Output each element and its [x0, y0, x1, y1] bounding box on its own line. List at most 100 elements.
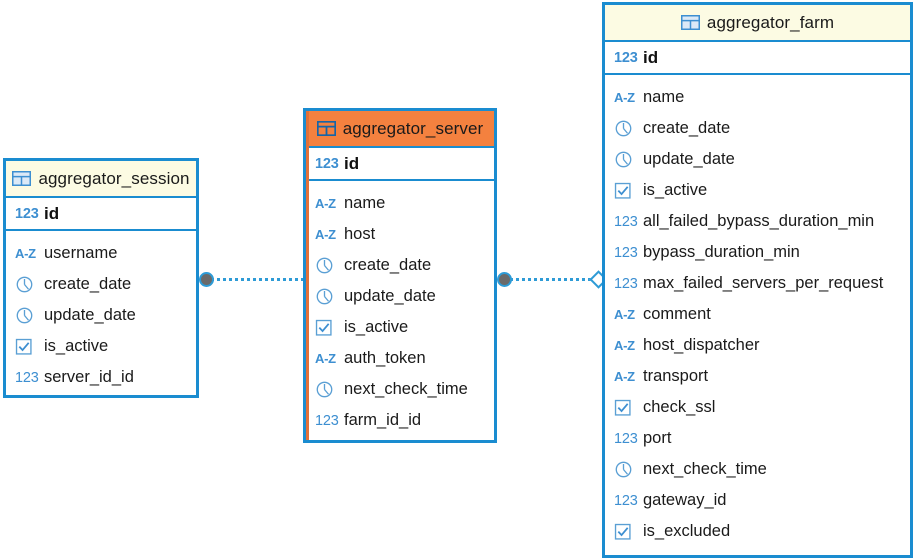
clock-icon — [614, 150, 636, 170]
primary-key-row[interactable]: 123 id — [6, 196, 196, 231]
field-row[interactable]: update_date — [15, 300, 196, 331]
entity-header[interactable]: aggregator_farm — [605, 5, 910, 40]
field-name: is_excluded — [643, 522, 731, 540]
field-row[interactable]: update_date — [614, 144, 910, 175]
checkbox-icon — [614, 398, 636, 418]
field-name: comment — [643, 305, 711, 323]
field-row[interactable]: create_date — [315, 250, 494, 281]
text-icon: A-Z — [315, 196, 336, 211]
primary-key-name: id — [44, 203, 60, 223]
field-name: host — [344, 225, 376, 243]
clock-icon — [15, 306, 37, 326]
clock-icon — [315, 287, 337, 307]
text-icon: A-Z — [15, 246, 36, 261]
field-name: is_active — [643, 181, 708, 199]
field-row[interactable]: next_check_time — [614, 454, 910, 485]
field-name: update_date — [643, 150, 735, 168]
field-row[interactable]: next_check_time — [315, 374, 494, 405]
field-name: is_active — [344, 318, 409, 336]
field-name: update_date — [44, 306, 136, 324]
relationship-line — [504, 278, 599, 281]
field-name: next_check_time — [643, 460, 767, 478]
field-name: name — [643, 88, 685, 106]
entity-header[interactable]: aggregator_session — [6, 161, 196, 196]
clock-icon — [15, 275, 37, 295]
field-row[interactable]: 123 port — [614, 423, 910, 454]
entity-title: aggregator_server — [342, 118, 484, 138]
field-name: check_ssl — [643, 398, 716, 416]
number-icon: 123 — [614, 244, 638, 261]
field-list: A-Z name A-Z host create_date update_dat… — [306, 181, 494, 440]
field-name: gateway_id — [643, 491, 727, 509]
entity-aggregator-server[interactable]: aggregator_server 123 id A-Z name A-Z ho… — [303, 108, 497, 443]
field-name: all_failed_bypass_duration_min — [643, 212, 875, 230]
text-icon: A-Z — [614, 90, 635, 105]
entity-header[interactable]: aggregator_server — [306, 111, 494, 146]
field-row[interactable]: A-Z username — [15, 238, 196, 269]
number-icon: 123 — [614, 213, 638, 230]
number-icon: 123 — [614, 49, 638, 66]
clock-icon — [315, 380, 337, 400]
text-icon: A-Z — [614, 338, 635, 353]
field-list: A-Z username create_date update_date — [6, 231, 196, 395]
field-row[interactable]: A-Z transport — [614, 361, 910, 392]
field-name: is_active — [44, 337, 109, 355]
entity-aggregator-session[interactable]: aggregator_session 123 id A-Z username c… — [3, 158, 199, 398]
field-row[interactable]: A-Z comment — [614, 299, 910, 330]
field-name: create_date — [344, 256, 432, 274]
field-list: A-Z name create_date update_date is_ — [605, 75, 910, 553]
field-name: update_date — [344, 287, 436, 305]
primary-key-row[interactable]: 123 id — [306, 146, 494, 181]
text-icon: A-Z — [315, 351, 336, 366]
entity-aggregator-farm[interactable]: aggregator_farm 123 id A-Z name create_d… — [602, 2, 913, 558]
table-icon — [316, 120, 336, 137]
table-icon — [12, 171, 32, 186]
field-name: server_id_id — [44, 368, 134, 386]
relationship-line — [205, 278, 305, 281]
field-row[interactable]: is_excluded — [614, 516, 910, 547]
number-icon: 123 — [15, 369, 39, 386]
primary-key-name: id — [643, 47, 659, 67]
field-name: max_failed_servers_per_request — [643, 274, 884, 292]
field-name: farm_id_id — [344, 411, 422, 429]
primary-key-name: id — [344, 153, 360, 173]
clock-icon — [614, 119, 636, 139]
field-row[interactable]: A-Z host_dispatcher — [614, 330, 910, 361]
field-row[interactable]: 123 gateway_id — [614, 485, 910, 516]
field-row[interactable]: A-Z name — [315, 188, 494, 219]
field-row[interactable]: 123 all_failed_bypass_duration_min — [614, 206, 910, 237]
entity-title: aggregator_farm — [706, 12, 835, 32]
field-row[interactable]: update_date — [315, 281, 494, 312]
clock-icon — [614, 460, 636, 480]
field-row[interactable]: is_active — [614, 175, 910, 206]
selection-stripe — [306, 111, 309, 440]
field-row[interactable]: create_date — [614, 113, 910, 144]
number-icon: 123 — [614, 275, 638, 292]
field-name: username — [44, 244, 118, 262]
checkbox-icon — [614, 181, 636, 201]
field-row[interactable]: 123 bypass_duration_min — [614, 237, 910, 268]
field-row[interactable]: 123 server_id_id — [15, 362, 196, 393]
field-row[interactable]: check_ssl — [614, 392, 910, 423]
field-row[interactable]: 123 farm_id_id — [315, 405, 494, 436]
field-name: bypass_duration_min — [643, 243, 800, 261]
checkbox-icon — [614, 522, 636, 542]
text-icon: A-Z — [614, 307, 635, 322]
relationship-endpoint-filled-circle — [199, 272, 214, 287]
field-row[interactable]: create_date — [15, 269, 196, 300]
field-row[interactable]: A-Z host — [315, 219, 494, 250]
field-name: auth_token — [344, 349, 426, 367]
number-icon: 123 — [614, 430, 638, 447]
field-row[interactable]: A-Z name — [614, 82, 910, 113]
number-icon: 123 — [315, 155, 339, 172]
field-row[interactable]: A-Z auth_token — [315, 343, 494, 374]
checkbox-icon — [315, 318, 337, 338]
number-icon: 123 — [315, 412, 339, 429]
field-row[interactable]: 123 max_failed_servers_per_request — [614, 268, 910, 299]
text-icon: A-Z — [315, 227, 336, 242]
field-row[interactable]: is_active — [15, 331, 196, 362]
primary-key-row[interactable]: 123 id — [605, 40, 910, 75]
field-name: create_date — [643, 119, 731, 137]
field-row[interactable]: is_active — [315, 312, 494, 343]
